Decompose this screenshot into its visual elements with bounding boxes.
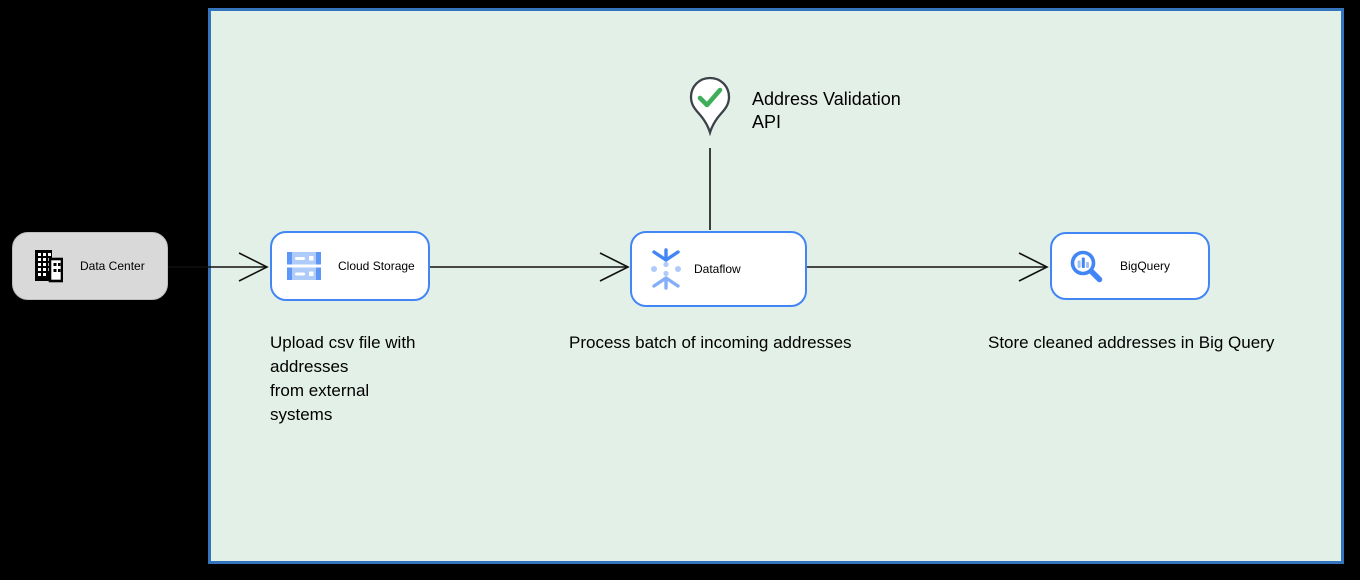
caption-dataflow: Process batch of incoming addresses — [569, 333, 852, 352]
location-pin-check-icon — [686, 76, 734, 138]
cloud-storage-icon — [287, 251, 321, 281]
api-marker-label: Address Validation API — [752, 89, 901, 132]
node-cloud-storage[interactable]: Cloud Storage — [270, 231, 430, 301]
node-bigquery[interactable]: BigQuery — [1050, 232, 1210, 300]
caption-bigquery: Store cleaned addresses in Big Query — [988, 333, 1275, 352]
node-dataflow[interactable]: Dataflow — [630, 231, 807, 307]
dataflow-icon — [647, 248, 685, 290]
node-label: Data Center — [80, 259, 145, 273]
caption-cloud-storage: Upload csv file with addresses from exte… — [270, 333, 416, 424]
node-label: BigQuery — [1120, 259, 1171, 273]
node-data-center[interactable]: Data Center — [12, 232, 168, 300]
node-label: Dataflow — [694, 262, 741, 276]
bigquery-icon — [1068, 248, 1104, 284]
building-icon — [33, 249, 63, 283]
node-label: Cloud Storage — [338, 259, 415, 273]
